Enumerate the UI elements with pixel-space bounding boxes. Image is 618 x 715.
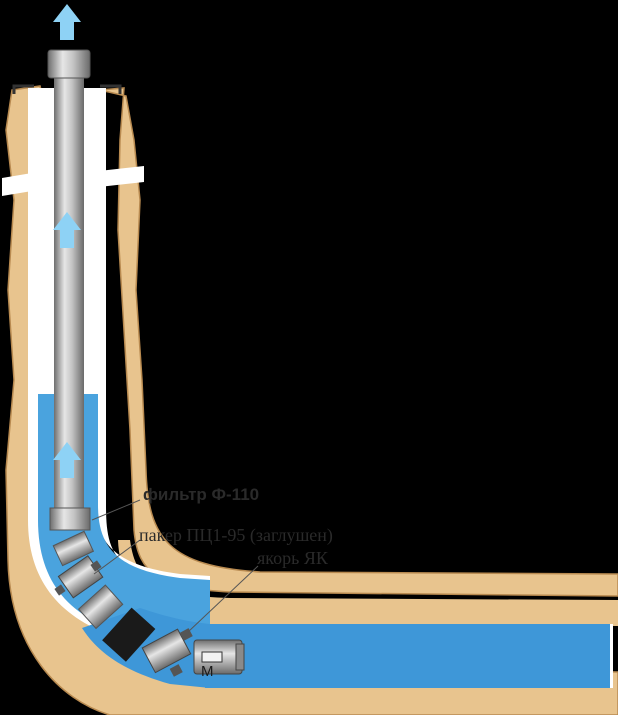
curved-pipe-2	[77, 584, 124, 630]
downhole-assembly	[52, 530, 245, 677]
packer-slip-2	[90, 560, 102, 572]
motor-nose	[235, 643, 245, 671]
filter-joint	[49, 507, 91, 531]
anchor-body	[141, 628, 192, 674]
packer-leader-line	[93, 539, 141, 575]
packer-slip-1	[54, 584, 66, 596]
flow-up-arrow-icon	[53, 212, 81, 248]
packer-element	[102, 607, 156, 662]
curved-pipe-1	[52, 530, 95, 567]
rock-formation-right	[99, 87, 618, 597]
horizontal-hole-edge	[610, 624, 613, 688]
wellhead-left	[12, 84, 34, 94]
casing-wall-right	[96, 88, 210, 584]
anchor-leader-line	[187, 565, 259, 633]
anchor-slip-1	[179, 628, 193, 641]
filter-leader-line	[91, 499, 141, 521]
motor-mark-label: М	[201, 663, 214, 680]
tubing-top-coupling	[47, 49, 91, 79]
motor-mark-frame	[201, 651, 223, 663]
flow-up-arrow-icon	[53, 4, 81, 40]
filter-label: фильтр Ф-110	[143, 485, 259, 504]
packer-label: пакер ПЦ1-95 (заглушен)	[139, 525, 333, 546]
anchor-label: якорь ЯК	[257, 548, 329, 568]
rock-formation-lower	[118, 540, 618, 626]
wellhead-right	[100, 84, 122, 94]
tubing-string	[54, 78, 84, 512]
flow-up-arrow-icon	[53, 442, 81, 478]
horizontal-hole-fluid	[205, 624, 613, 688]
flow-arrows	[53, 4, 81, 478]
anchor-slip-2	[169, 664, 183, 677]
